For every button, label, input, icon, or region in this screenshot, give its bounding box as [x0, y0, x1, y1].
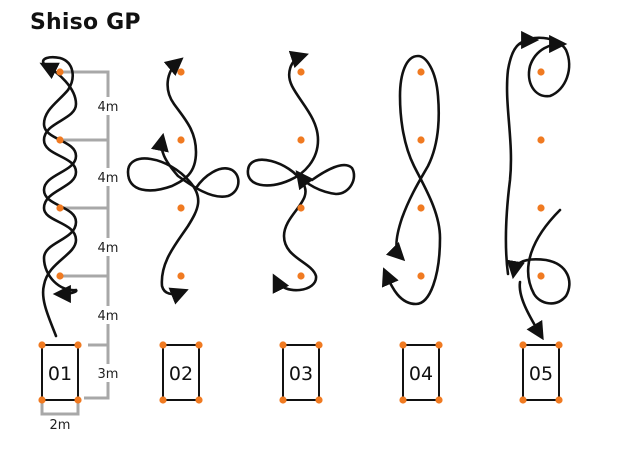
cone	[417, 136, 425, 144]
cone	[177, 136, 185, 144]
spacing-label: 4m	[98, 171, 119, 186]
path-01-b	[41, 55, 78, 304]
path-02-a	[126, 57, 200, 305]
measurement-lines	[40, 70, 110, 416]
cone	[417, 272, 425, 280]
cone	[297, 68, 305, 76]
course-paths	[39, 30, 571, 341]
path-01-a	[39, 62, 78, 338]
cone	[417, 68, 425, 76]
cone	[435, 396, 443, 404]
cone	[555, 396, 563, 404]
cone	[177, 204, 185, 212]
cone	[315, 341, 323, 349]
pattern-number: 05	[529, 363, 553, 385]
cone	[56, 136, 64, 144]
pattern-number: 01	[48, 363, 72, 385]
cones	[38, 68, 563, 404]
path-04	[381, 54, 442, 306]
path-05-d	[518, 280, 544, 341]
cone	[279, 341, 287, 349]
cone	[555, 341, 563, 349]
pattern-number: 02	[169, 363, 193, 385]
spacing-label: 3m	[98, 367, 119, 382]
cone	[56, 68, 64, 76]
cone	[297, 272, 305, 280]
pattern-numbers: 01 02 03 04 05	[48, 363, 553, 385]
path-05-c	[506, 208, 571, 305]
cone	[519, 341, 527, 349]
cone	[315, 396, 323, 404]
cone	[297, 136, 305, 144]
cone	[177, 272, 185, 280]
cone	[537, 204, 545, 212]
path-03-b	[295, 163, 356, 196]
cone	[399, 341, 407, 349]
cone	[399, 396, 407, 404]
cone	[159, 396, 167, 404]
cone	[279, 396, 287, 404]
cone	[537, 272, 545, 280]
cone	[159, 341, 167, 349]
pattern-number: 03	[289, 363, 313, 385]
cone	[74, 396, 82, 404]
cone	[417, 204, 425, 212]
cone	[297, 204, 305, 212]
path-05-a	[518, 34, 571, 98]
cone	[38, 341, 46, 349]
cone	[435, 341, 443, 349]
cone	[56, 272, 64, 280]
cone	[195, 396, 203, 404]
path-02-b	[150, 132, 240, 198]
cone	[195, 341, 203, 349]
page-title: Shiso GP	[30, 10, 141, 35]
cone	[537, 136, 545, 144]
path-03-a	[246, 50, 320, 294]
cone	[177, 68, 185, 76]
cone	[519, 396, 527, 404]
measurement-labels: 4m 4m 4m 4m 3m 2m	[46, 97, 122, 433]
cone	[537, 68, 545, 76]
cone	[38, 396, 46, 404]
pattern-number: 04	[409, 363, 433, 385]
spacing-label: 4m	[98, 100, 119, 115]
width-label: 2m	[50, 418, 71, 433]
start-boxes	[41, 344, 560, 401]
path-05-b	[504, 30, 540, 276]
spacing-label: 4m	[98, 241, 119, 256]
cone	[56, 204, 64, 212]
cone	[74, 341, 82, 349]
spacing-label: 4m	[98, 309, 119, 324]
